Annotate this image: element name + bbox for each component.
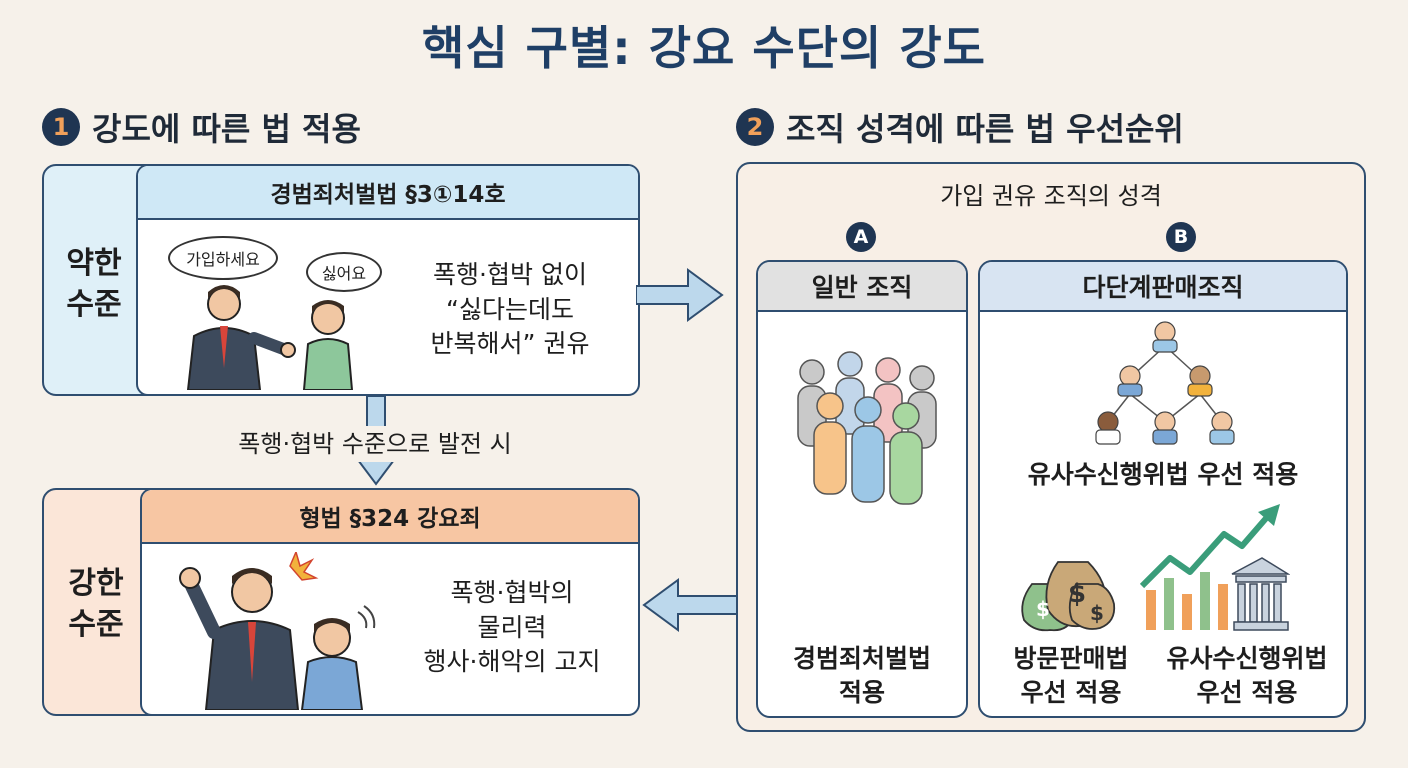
org-b-main-result: 유사수신행위법 우선 적용 — [1027, 460, 1299, 489]
svg-text:$: $ — [1090, 601, 1104, 625]
weak-level-label-line1: 약한 — [66, 246, 122, 281]
weak-description: 폭행·협박 없이 “싫다는데도 반복해서” 권유 — [386, 258, 634, 362]
growth-chart-icon — [1140, 504, 1290, 631]
strong-law-card: 형법 §324 강요죄 폭행·협박의 물리력 행사·해악의 고지 — [140, 488, 640, 716]
crowd-icon — [797, 351, 937, 505]
left-arrow-icon — [642, 578, 739, 632]
section1-heading-text: 강도에 따른 법 적용 — [92, 110, 361, 148]
org-b-left-result-line1: 방문판매법 — [1013, 644, 1129, 673]
org-b-left-result-line2: 우선 적용 — [1020, 677, 1122, 707]
org-a-result-line1: 경범죄처벌법 — [792, 644, 931, 673]
org-b-title: 다단계판매조직 — [980, 262, 1346, 312]
weak-desc-line1: 폭행·협박 없이 — [433, 260, 587, 289]
org-b-card: 다단계판매조직 유사수신행위법 우선 적용 $ $ $ — [978, 260, 1348, 718]
org-a-title: 일반 조직 — [758, 262, 966, 312]
strong-level-label: 강한 수준 — [54, 564, 138, 645]
strong-level-label-line2: 수준 — [68, 606, 124, 642]
money-bag-icon: $ $ $ — [1021, 561, 1116, 632]
section2-heading-text: 조직 성격에 따른 법 우선순위 — [786, 110, 1184, 148]
weak-level-label-line2: 수준 — [66, 286, 122, 322]
pyramid-network-icon — [1095, 321, 1235, 445]
section2-heading: 2 조직 성격에 따른 법 우선순위 — [736, 104, 1184, 150]
org-a-result: 경범죄처벌법 적용 — [758, 642, 966, 710]
bubble-left-text: 가입하세요 — [186, 250, 260, 269]
coercion-threat-icon — [179, 552, 376, 710]
section1-heading: 1 강도에 따른 법 적용 — [42, 104, 361, 150]
organization-box-title: 가입 권유 조직의 성격 — [940, 182, 1162, 210]
strong-description: 폭행·협박의 물리력 행사·해악의 고지 — [392, 576, 632, 680]
organization-type-box: 가입 권유 조직의 성격 A 일반 조직 경범죄처벌법 적용 B 다단계판매조직 — [736, 162, 1366, 732]
strong-desc-line3: 행사·해악의 고지 — [423, 647, 601, 676]
weak-desc-line2: “싫다는데도 — [446, 294, 574, 324]
svg-text:$: $ — [1068, 579, 1086, 609]
strong-level-label-line1: 강한 — [68, 566, 124, 601]
org-b-right-result: 유사수신행위법 우선 적용 — [1150, 642, 1344, 710]
org-b-left-result: 방문판매법 우선 적용 — [986, 642, 1156, 710]
persistent-solicitor-icon — [186, 285, 354, 390]
weak-law-title: 경범죄처벌법 §3①14호 — [138, 166, 638, 220]
strong-desc-line1: 폭행·협박의 — [450, 578, 574, 607]
org-a-result-line2: 적용 — [838, 677, 885, 707]
transition-label: 폭행·협박 수준으로 발전 시 — [210, 426, 540, 462]
page-title: 핵심 구별: 강요 수단의 강도 — [422, 21, 986, 75]
org-b-right-result-line1: 유사수신행위법 — [1166, 644, 1328, 673]
weak-law-card: 경범죄처벌법 §3①14호 가입하세요 싫어요 폭행·협박 없이 “싫다는데도 … — [136, 164, 640, 396]
section1-number-badge: 1 — [42, 108, 80, 146]
speech-bubble-icon: 싫어요 — [306, 252, 382, 292]
section2-number-badge: 2 — [736, 108, 774, 146]
bubble-right-text: 싫어요 — [321, 264, 367, 283]
weak-level-box: 약한 수준 경범죄처벌법 §3①14호 가입하세요 싫어요 폭행·협박 없이 “ — [42, 164, 640, 396]
org-a-card: 일반 조직 경범죄처벌법 적용 — [756, 260, 968, 718]
svg-text:$: $ — [1036, 597, 1050, 621]
strong-law-title: 형법 §324 강요죄 — [142, 490, 638, 544]
org-a-badge: A — [846, 222, 876, 252]
org-b-badge: B — [1166, 222, 1196, 252]
strong-desc-line2: 물리력 — [477, 612, 547, 642]
speech-bubble-icon: 가입하세요 — [168, 236, 278, 280]
strong-level-box: 강한 수준 형법 §324 강요죄 폭행·협박의 물리력 행사·해악의 고지 — [42, 488, 640, 716]
org-b-right-result-line2: 우선 적용 — [1196, 677, 1298, 707]
weak-desc-line3: 반복해서” 권유 — [430, 329, 590, 358]
weak-level-label: 약한 수준 — [54, 244, 134, 325]
right-arrow-icon — [636, 268, 724, 322]
